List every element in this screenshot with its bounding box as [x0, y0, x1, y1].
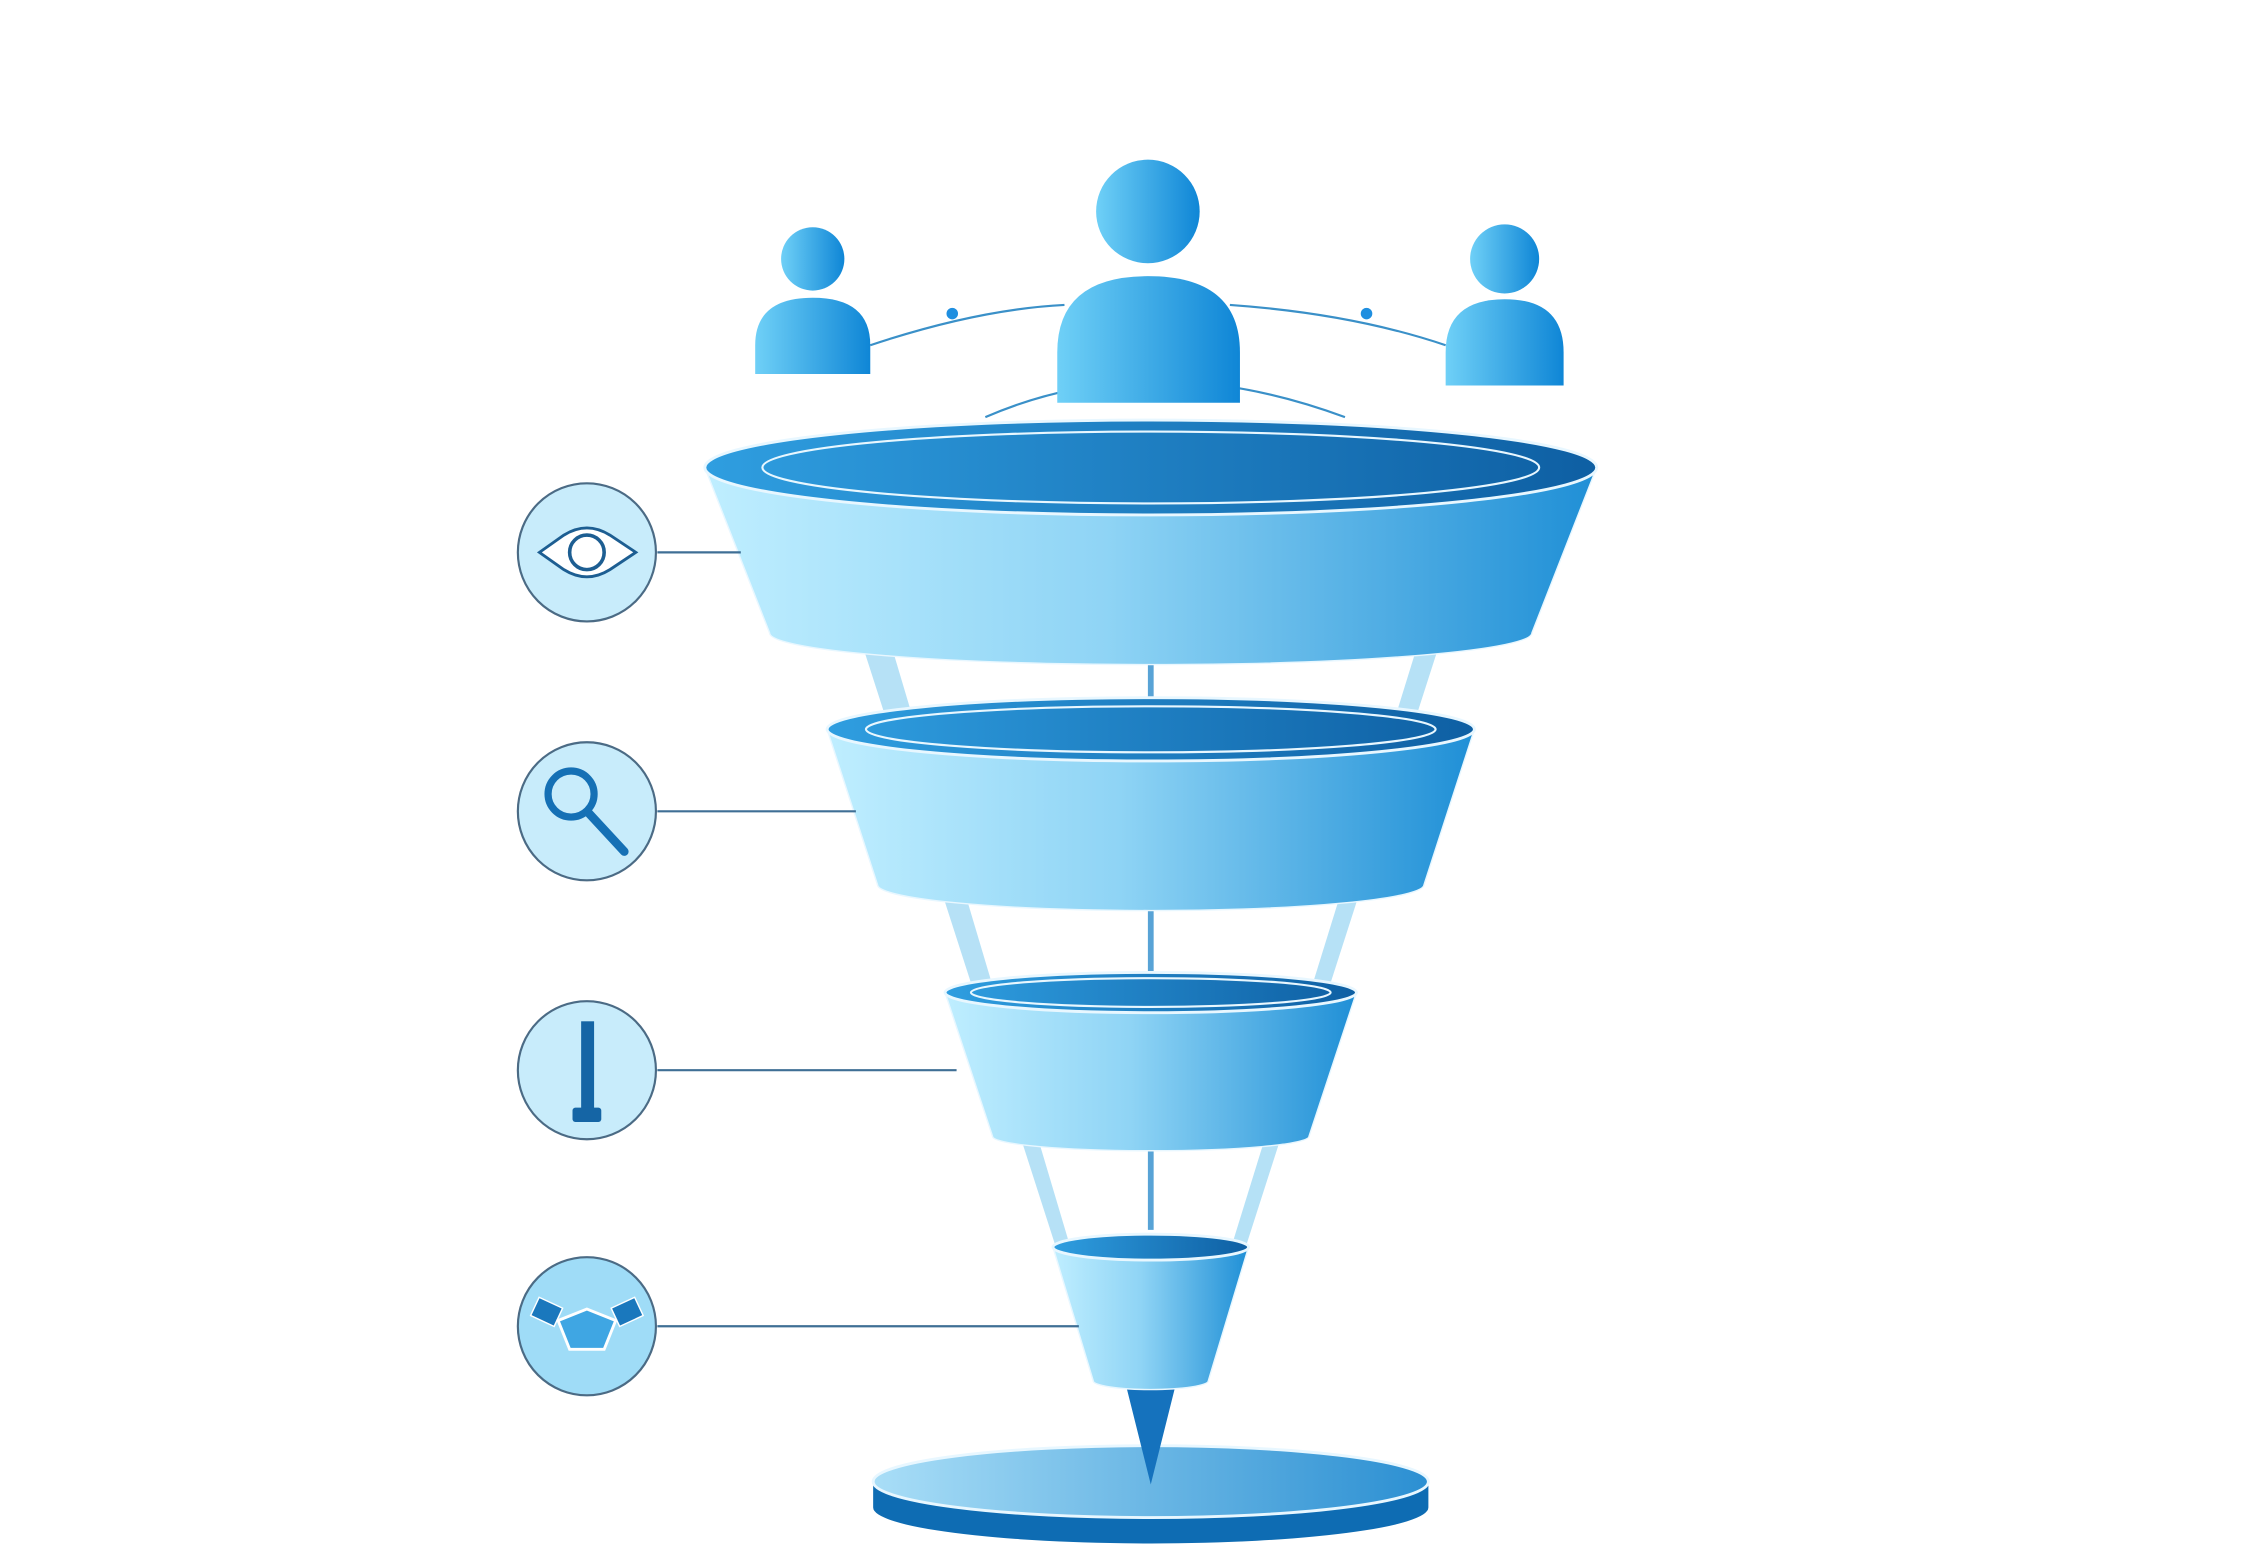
handshake-icon — [516, 1256, 658, 1397]
connection-dot — [1360, 307, 1373, 320]
funnel-tier-4 — [1051, 1232, 1251, 1485]
exclamation-icon — [516, 1000, 658, 1141]
person-icon — [1057, 159, 1240, 403]
funnel-tier-2 — [825, 696, 1476, 912]
person-icon — [755, 227, 871, 374]
connection-dot — [946, 307, 959, 320]
funnel-tier-3 — [943, 970, 1358, 1152]
stage-connectors — [657, 551, 1079, 1328]
eye-icon — [516, 482, 658, 623]
magnifier-icon — [516, 741, 658, 882]
funnel-tier-1 — [703, 418, 1599, 666]
person-icon — [1445, 224, 1564, 386]
